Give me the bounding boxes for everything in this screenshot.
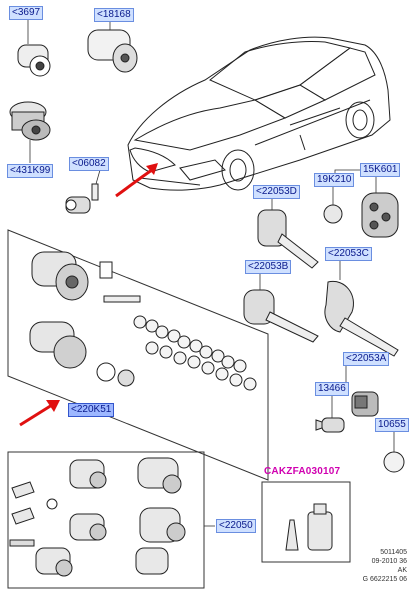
- kit-parts: [285, 503, 333, 551]
- diagram-footer: 5011405 09-2010 36 AK G 6622215 06: [363, 548, 407, 584]
- callout-22053b[interactable]: <22053B: [245, 260, 292, 274]
- callout-06082[interactable]: <06082: [69, 157, 109, 171]
- kit-box: [261, 481, 351, 563]
- red-arrow-to-assembly: [19, 403, 53, 427]
- exploded-lock-parts: [29, 251, 141, 387]
- red-arrowhead-assembly: [46, 400, 60, 412]
- key-22053b: [243, 289, 319, 343]
- callout-15k601[interactable]: 15K601: [360, 163, 401, 177]
- callout-431k99[interactable]: <431K99: [7, 164, 54, 178]
- footer-line-2: 09-2010 36: [371, 558, 407, 565]
- wafer-row: [133, 315, 257, 391]
- callout-22053d[interactable]: <22053D: [253, 185, 300, 199]
- lock-set-parts: [9, 457, 186, 577]
- lock-cylinder-3697: [17, 44, 51, 77]
- pin-13466: [315, 417, 345, 433]
- callout-22053c[interactable]: <22053C: [325, 247, 372, 261]
- remote-15k601: [361, 192, 399, 238]
- footer-line-3: AK: [397, 567, 407, 574]
- flip-key-22053c: [324, 280, 399, 357]
- callout-3697[interactable]: <3697: [9, 6, 44, 20]
- callout-13466[interactable]: 13466: [315, 382, 349, 396]
- lock-set-box: [7, 451, 205, 589]
- callout-220k51[interactable]: <220K51: [68, 403, 115, 417]
- small-cylinder-06082: [65, 183, 99, 214]
- coin-battery-19k210: [323, 204, 343, 224]
- callout-22050[interactable]: <22050: [216, 519, 256, 533]
- callout-10655[interactable]: 10655: [375, 418, 409, 432]
- footer-line-4: G 6622215 06: [362, 576, 407, 583]
- key-22053d: [257, 209, 319, 269]
- car-illustration: [127, 36, 391, 191]
- callout-19k210[interactable]: 19K210: [314, 173, 355, 187]
- red-arrowhead-car: [146, 163, 158, 175]
- kit-code-label: CAKZFA030107: [264, 466, 341, 477]
- ring-10655: [383, 451, 405, 473]
- exploded-panel-frame: [7, 229, 269, 481]
- ignition-part-431k99: [9, 101, 51, 141]
- lock-housing-18168: [87, 29, 138, 73]
- transponder-22053a: [351, 391, 379, 417]
- callout-18168[interactable]: <18168: [94, 8, 134, 22]
- red-arrow-to-car: [115, 168, 153, 198]
- callout-22053a[interactable]: <22053A: [343, 352, 390, 366]
- footer-line-1: 5011405: [380, 549, 407, 556]
